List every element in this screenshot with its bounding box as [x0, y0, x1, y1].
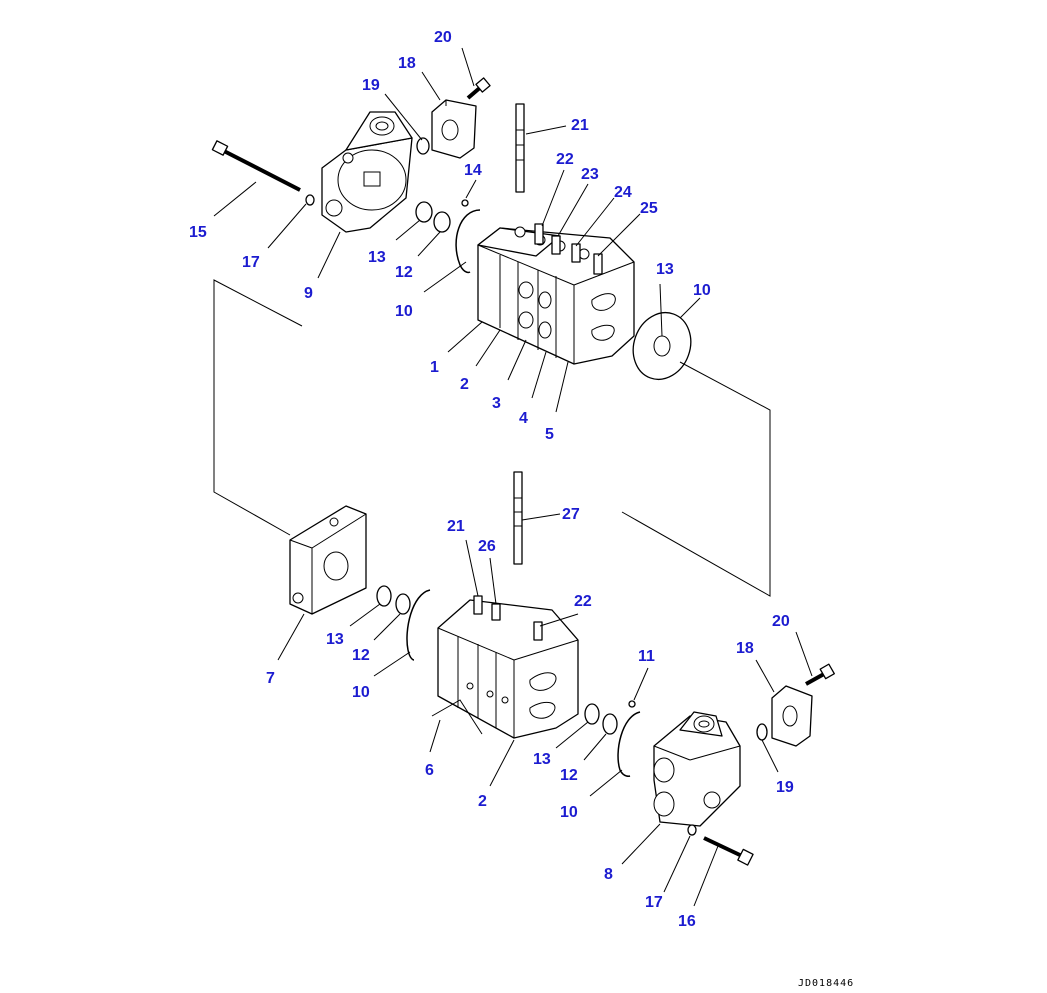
flange-part-18	[431, 99, 477, 159]
o-ring-part-13	[415, 201, 433, 223]
o-ring-part-11	[628, 700, 636, 708]
callout-24: 24	[614, 184, 632, 201]
o-ring-part-13-right	[584, 703, 600, 725]
washer-part-17-lower	[687, 824, 697, 836]
callout-22: 22	[556, 151, 574, 168]
plug-part-26	[491, 603, 501, 621]
callout-26: 26	[478, 538, 496, 555]
callout-19: 19	[362, 77, 380, 94]
callout-17-lower: 17	[645, 894, 663, 911]
callout-8: 8	[604, 866, 613, 883]
callout-4: 4	[519, 410, 528, 427]
plate-part-7	[289, 505, 367, 615]
valve-stack-lower	[437, 599, 579, 739]
callout-10-lower: 10	[352, 684, 370, 701]
end-cover-part-9	[321, 111, 413, 233]
callout-22-lower: 22	[574, 593, 592, 610]
callout-27: 27	[562, 506, 580, 523]
o-ring-part-13-lower	[376, 585, 392, 607]
callout-10: 10	[395, 303, 413, 320]
leader-lines	[213, 47, 813, 907]
spool-part-21	[515, 103, 525, 193]
callout-12-lower-right: 12	[560, 767, 578, 784]
drawing-code: JD018446	[798, 978, 854, 989]
seal-part-10-lower	[406, 589, 431, 661]
callout-13-lower: 13	[326, 631, 344, 648]
callout-11: 11	[638, 648, 655, 665]
callout-13: 13	[368, 249, 386, 266]
callout-5: 5	[545, 426, 554, 443]
seal-part-10	[455, 209, 481, 274]
callout-2: 2	[460, 376, 469, 393]
callout-3: 3	[492, 395, 501, 412]
callout-1: 1	[430, 359, 439, 376]
washer-part-17	[305, 194, 315, 206]
callout-20: 20	[434, 29, 452, 46]
callout-14: 14	[464, 162, 482, 179]
callout-9: 9	[304, 285, 313, 302]
callout-23: 23	[581, 166, 599, 183]
callout-21-lower: 21	[447, 518, 465, 535]
callout-16: 16	[678, 913, 696, 930]
assembly-link-right	[621, 361, 771, 597]
tie-bolt-part-15	[211, 140, 301, 192]
assembly-link-left	[213, 279, 303, 536]
plug-part-22	[534, 223, 544, 245]
callout-13-lower-right: 13	[533, 751, 551, 768]
plug-part-21-lower	[473, 595, 483, 615]
o-ring-part-19-lower	[756, 723, 768, 741]
seal-part-10-right	[617, 711, 641, 777]
callout-15: 15	[189, 224, 207, 241]
callout-17: 17	[242, 254, 260, 271]
plug-part-23	[551, 235, 561, 255]
o-ring-part-12-lower	[395, 593, 411, 615]
o-ring-part-12-right	[602, 713, 618, 735]
end-cover-part-8	[653, 711, 741, 827]
plug-part-24	[571, 243, 581, 263]
bolt-part-16	[703, 836, 754, 866]
callout-20-lower: 20	[772, 613, 790, 630]
callout-labels: 20 18 19 21 22 23 24 25 14 15 17 9 13 12…	[189, 29, 794, 930]
callout-18-lower: 18	[736, 640, 754, 657]
bolt-part-20	[466, 77, 491, 100]
o-ring-part-19	[416, 137, 430, 155]
o-ring-part-12	[433, 211, 451, 233]
spool-part-27	[513, 471, 523, 565]
callout-12-lower: 12	[352, 647, 370, 664]
callout-12: 12	[395, 264, 413, 281]
bolt-part-20-lower	[805, 663, 835, 686]
callout-10-upper-right: 10	[693, 282, 711, 299]
callout-21: 21	[571, 117, 589, 134]
callout-6: 6	[425, 762, 434, 779]
callout-10-lower-right: 10	[560, 804, 578, 821]
o-ring-part-14	[461, 199, 469, 207]
callout-2-lower: 2	[478, 793, 487, 810]
callout-19-lower: 19	[776, 779, 794, 796]
flange-part-18-lower	[771, 685, 813, 747]
callout-18: 18	[398, 55, 416, 72]
callout-25: 25	[640, 200, 658, 217]
callout-7: 7	[266, 670, 275, 687]
callout-13-upper-right: 13	[656, 261, 674, 278]
plug-part-25	[593, 253, 603, 275]
gasket-upper-right	[632, 311, 692, 381]
plug-part-22-lower	[533, 621, 543, 641]
